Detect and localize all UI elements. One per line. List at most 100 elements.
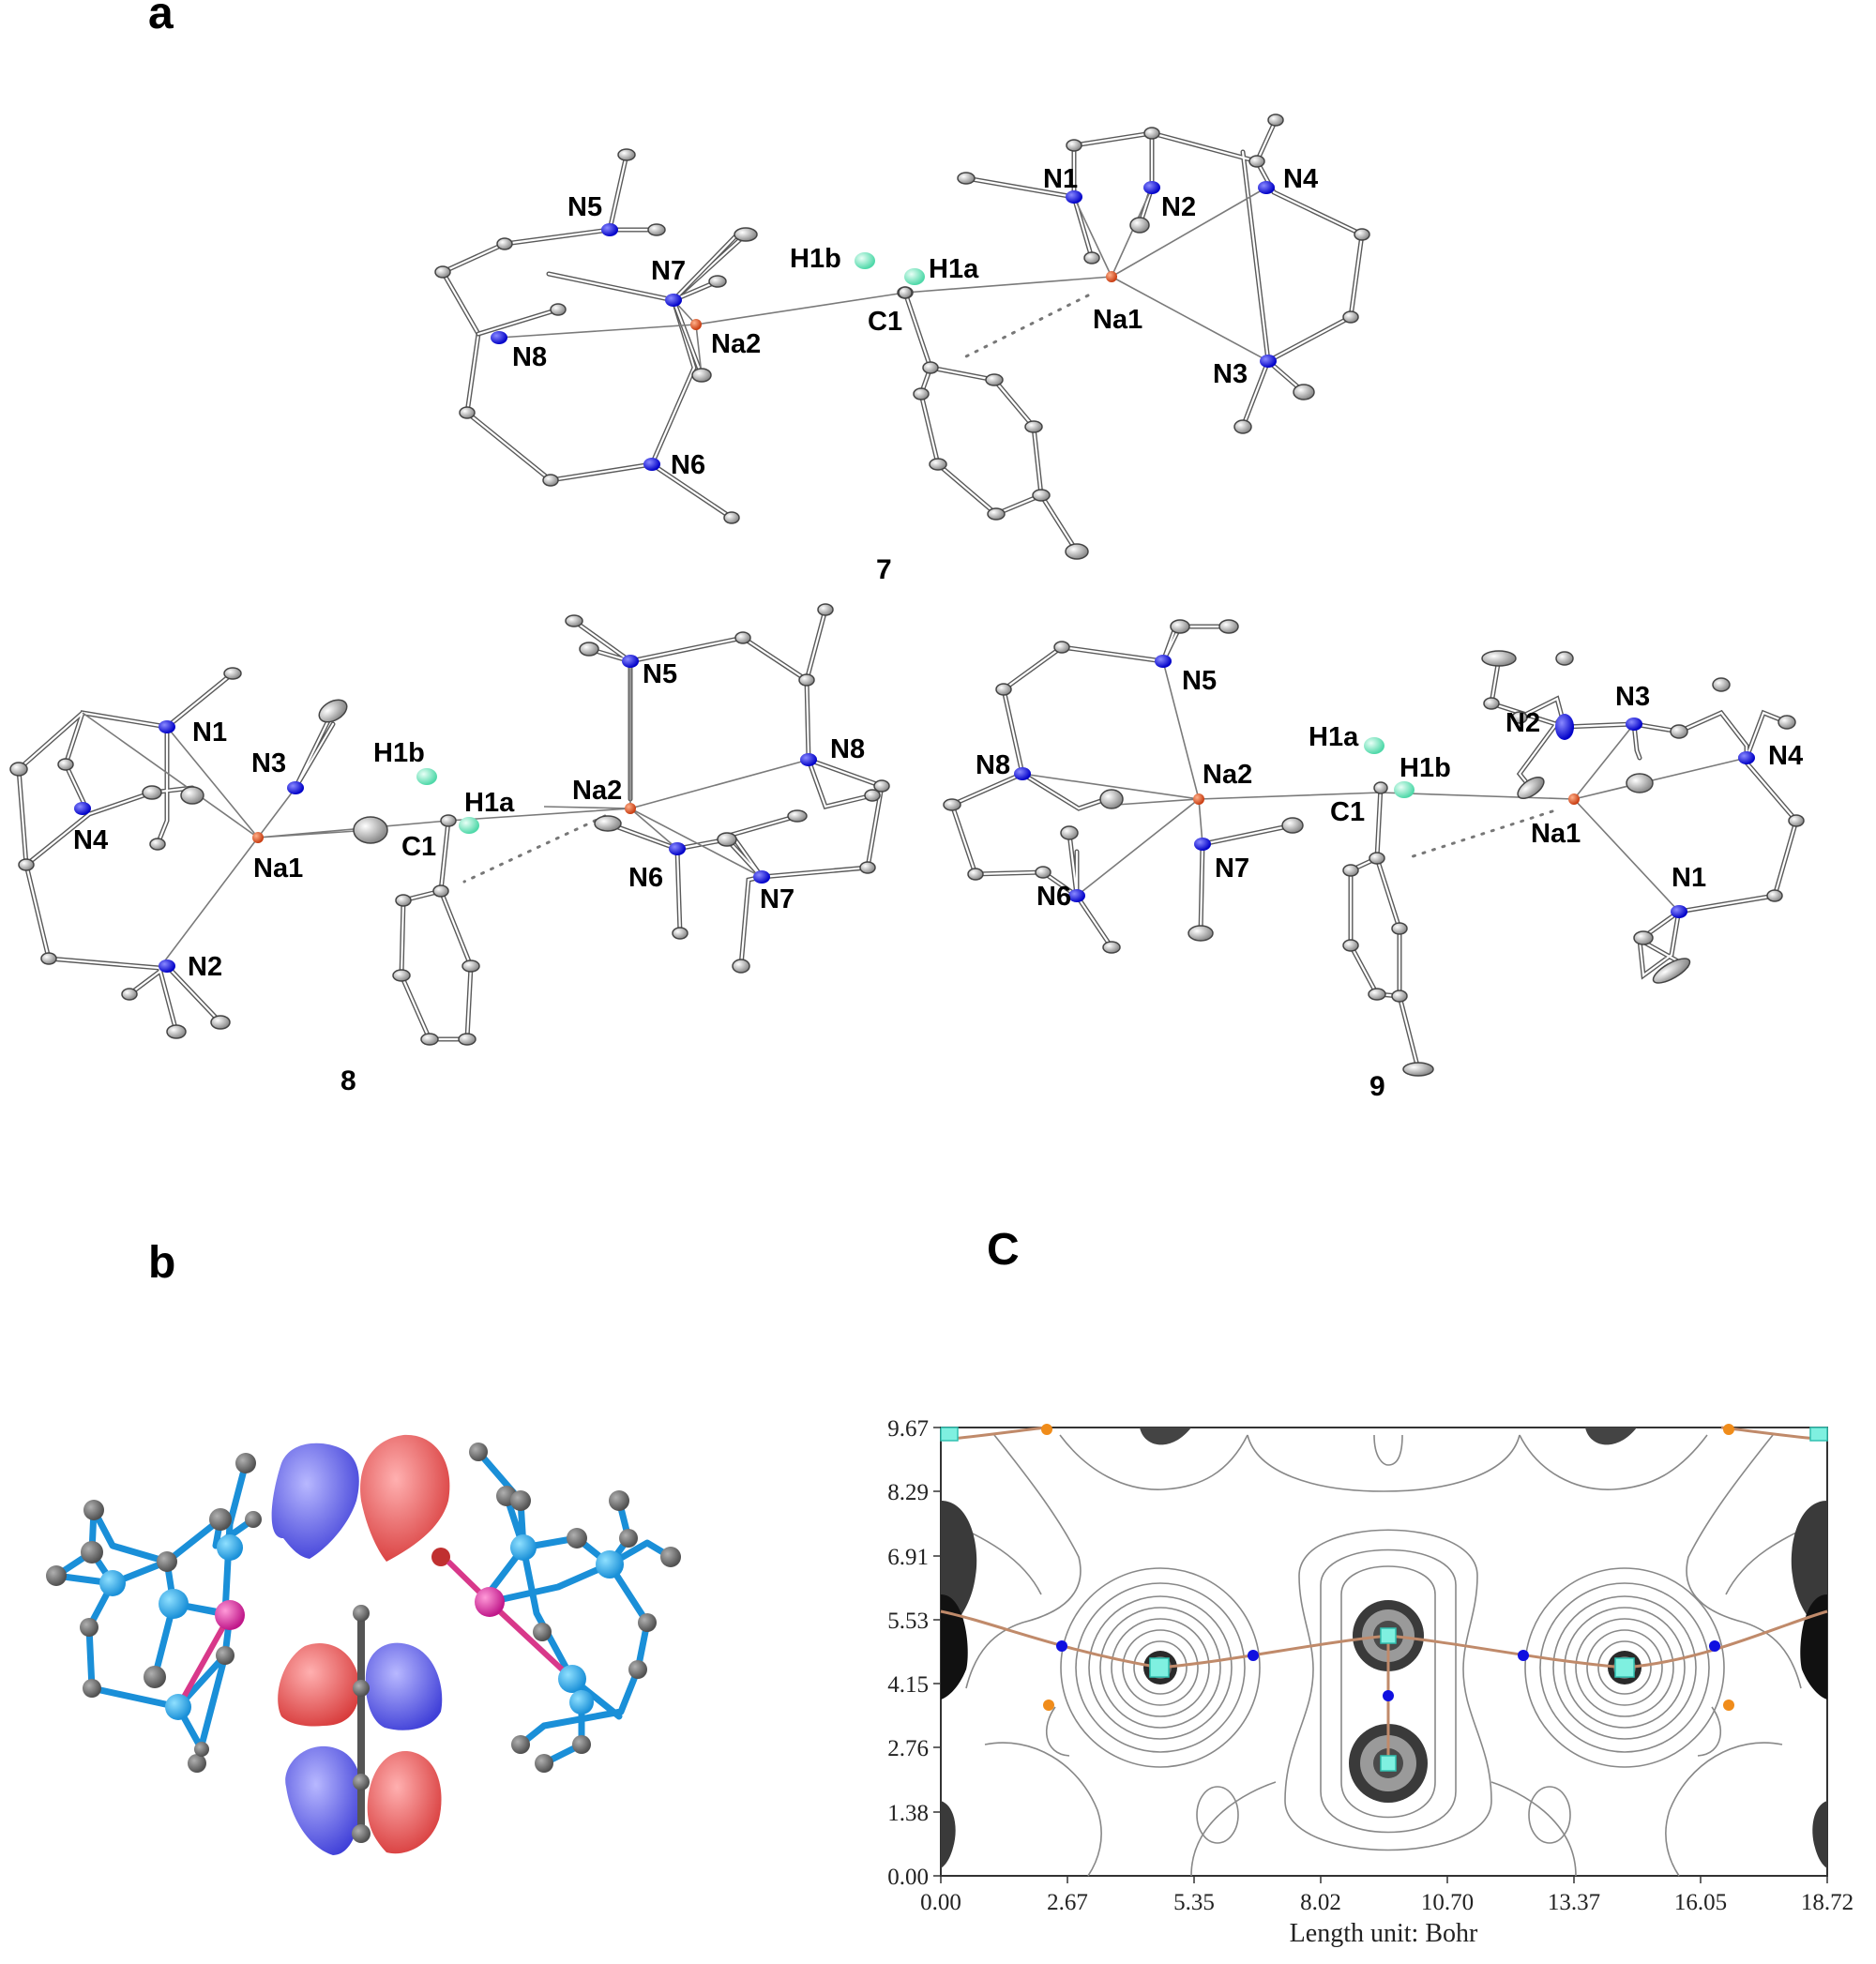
y-tick-label: 1.38 (887, 1801, 929, 1826)
panel-a-letter: a (148, 0, 174, 38)
atom-label: N3 (1213, 359, 1248, 389)
structure-7: N1 N2 N3 N4 N5 N6 N7 N8 Na1 Na2 C1 H1a H… (434, 113, 1370, 585)
atom-label: H1a (464, 788, 515, 818)
atom-n (665, 294, 682, 307)
compound-number: 8 (340, 1065, 356, 1096)
atom-label: N1 (1672, 863, 1706, 893)
atom-label: C1 (401, 832, 436, 862)
x-axis-title: Length unit: Bohr (1290, 1919, 1478, 1948)
ring-critical-point (1723, 1424, 1734, 1435)
bond-critical-point (1383, 1690, 1394, 1701)
structure-7-labels: N1 N2 N3 N4 N5 N6 N7 N8 Na1 Na2 C1 H1a H… (512, 164, 1318, 480)
atom-h (855, 252, 875, 269)
y-tick-label: 9.67 (887, 1416, 929, 1442)
atom-label: N4 (1768, 741, 1803, 771)
atom-label: Na1 (253, 854, 303, 884)
x-tick-label: 2.67 (1047, 1890, 1088, 1915)
y-tick-label: 4.15 (887, 1672, 929, 1698)
x-tick-label: 8.02 (1300, 1890, 1341, 1915)
atom-h (904, 268, 925, 285)
panel-c-letter: C (987, 1225, 1020, 1275)
atom-h (416, 768, 437, 785)
atom-label: Na2 (1203, 760, 1252, 790)
orbital-right-complex (446, 1443, 681, 1773)
orbital-benzyl-axis (352, 1548, 450, 1843)
compound-number: 7 (876, 554, 892, 585)
x-tick-label: 18.72 (1801, 1890, 1853, 1915)
atom-label: N1 (192, 718, 227, 748)
orbital-left-complex (46, 1453, 262, 1773)
atom-h (1364, 737, 1384, 754)
atom-n (74, 802, 91, 815)
x-tick-label: 16.05 (1674, 1890, 1727, 1915)
atom-label: H1b (1399, 753, 1451, 783)
atom-n (669, 842, 686, 855)
structure-8: N1 N2 N3 N4 N5 N6 N7 N8 Na1 Na2 C1 H1a H… (9, 603, 890, 1096)
atom-n (159, 959, 175, 973)
atom-label: Na2 (572, 776, 622, 806)
bond-critical-point (1518, 1650, 1529, 1661)
atom-n (753, 870, 770, 884)
atom-h (1394, 781, 1415, 798)
atom-n (1260, 355, 1277, 368)
atom-n (800, 753, 817, 766)
y-axis-ticks (933, 1427, 941, 1877)
atom-label: C1 (1330, 797, 1365, 827)
structure-9-labels: N1 N2 N3 N4 N5 N6 N7 N8 Na1 Na2 C1 H1a H… (976, 666, 1803, 912)
atom-label: N6 (671, 450, 705, 480)
atom-na (1193, 793, 1204, 805)
y-tick-label: 6.91 (887, 1545, 929, 1570)
atom-n (1194, 838, 1211, 851)
atom-n (601, 223, 618, 236)
bond-critical-point (1248, 1650, 1259, 1661)
atom-n (1155, 655, 1172, 668)
atom-label: N8 (512, 342, 547, 372)
contour-dense-regions (941, 1428, 1827, 1868)
atom-n (1014, 767, 1031, 780)
atom-n (643, 458, 660, 471)
bond-critical-point (1709, 1640, 1720, 1652)
structure-9: N1 N2 N3 N4 N5 N6 N7 N8 Na1 Na2 C1 H1a H… (943, 619, 1805, 1102)
y-tick-label: 8.29 (887, 1480, 929, 1505)
atom-c1 (898, 286, 913, 299)
atom-n (1258, 181, 1275, 194)
atom-label: N1 (1043, 164, 1078, 194)
panel-c-contour-plot: 0.00 2.67 5.35 8.02 10.70 13.37 16.05 18… (887, 1416, 1853, 1948)
nuclear-markers (940, 1427, 1828, 1772)
atom-label: N7 (760, 884, 794, 914)
atom-n (1143, 181, 1160, 194)
atom-label: H1a (1309, 722, 1359, 752)
atom-label: Na1 (1531, 819, 1581, 849)
ring-critical-point (1041, 1424, 1052, 1435)
y-tick-label: 5.53 (887, 1609, 929, 1634)
atom-label: N8 (830, 734, 865, 764)
atom-n (622, 655, 639, 668)
atom-label: N4 (73, 825, 108, 855)
y-tick-label: 2.76 (887, 1736, 929, 1761)
atom-na (252, 832, 264, 843)
x-tick-label: 10.70 (1421, 1890, 1474, 1915)
compound-number: 9 (1369, 1071, 1385, 1102)
x-tick-label: 13.37 (1548, 1890, 1600, 1915)
ring-critical-point (1723, 1700, 1734, 1711)
structure-8-labels: N1 N2 N3 N4 N5 N6 N7 N8 Na1 Na2 C1 H1a H… (73, 659, 865, 982)
y-tick-label: 0.00 (887, 1865, 929, 1890)
atom-label: H1b (373, 738, 425, 768)
atom-label: N2 (188, 952, 222, 982)
atom-label: N2 (1161, 192, 1196, 222)
critical-points (940, 1424, 1828, 1772)
atom-n (1671, 905, 1687, 918)
structure-7-carbons (434, 113, 1370, 560)
atom-n (287, 781, 304, 794)
x-axis: 0.00 2.67 5.35 8.02 10.70 13.37 16.05 18… (920, 1876, 1853, 1948)
atom-n (1066, 190, 1082, 204)
atom-n (1068, 889, 1085, 902)
atom-label: N5 (567, 192, 602, 222)
structure-8-heteroatoms (74, 655, 817, 973)
atom-n (159, 720, 175, 733)
atom-na (1568, 793, 1580, 805)
bond-critical-point (1056, 1640, 1067, 1652)
atom-label: N5 (643, 659, 677, 689)
atom-label: N4 (1283, 164, 1318, 194)
